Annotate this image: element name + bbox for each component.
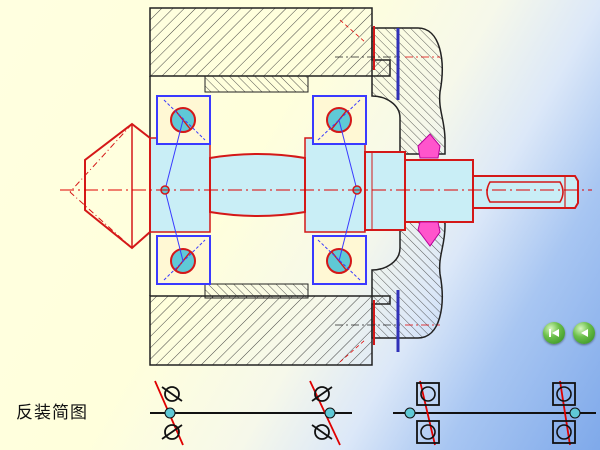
- previous-button[interactable]: [573, 322, 595, 344]
- slide-caption: 反装简图: [16, 403, 88, 423]
- bearing-left-bottom: [156, 235, 211, 285]
- bearing-left-top: [156, 95, 211, 145]
- bevel-gear: [69, 122, 151, 250]
- simplified-diagram-face-to-face: [393, 380, 596, 446]
- simplified-diagram-back-to-back: [150, 380, 352, 446]
- center-lines: [60, 19, 592, 363]
- end-cover: [371, 26, 446, 352]
- seal-ring: [417, 133, 441, 247]
- shaft: [149, 137, 579, 233]
- skip-to-first-icon: [549, 329, 559, 337]
- skip-to-first-button[interactable]: [543, 322, 565, 344]
- previous-icon: [581, 329, 588, 337]
